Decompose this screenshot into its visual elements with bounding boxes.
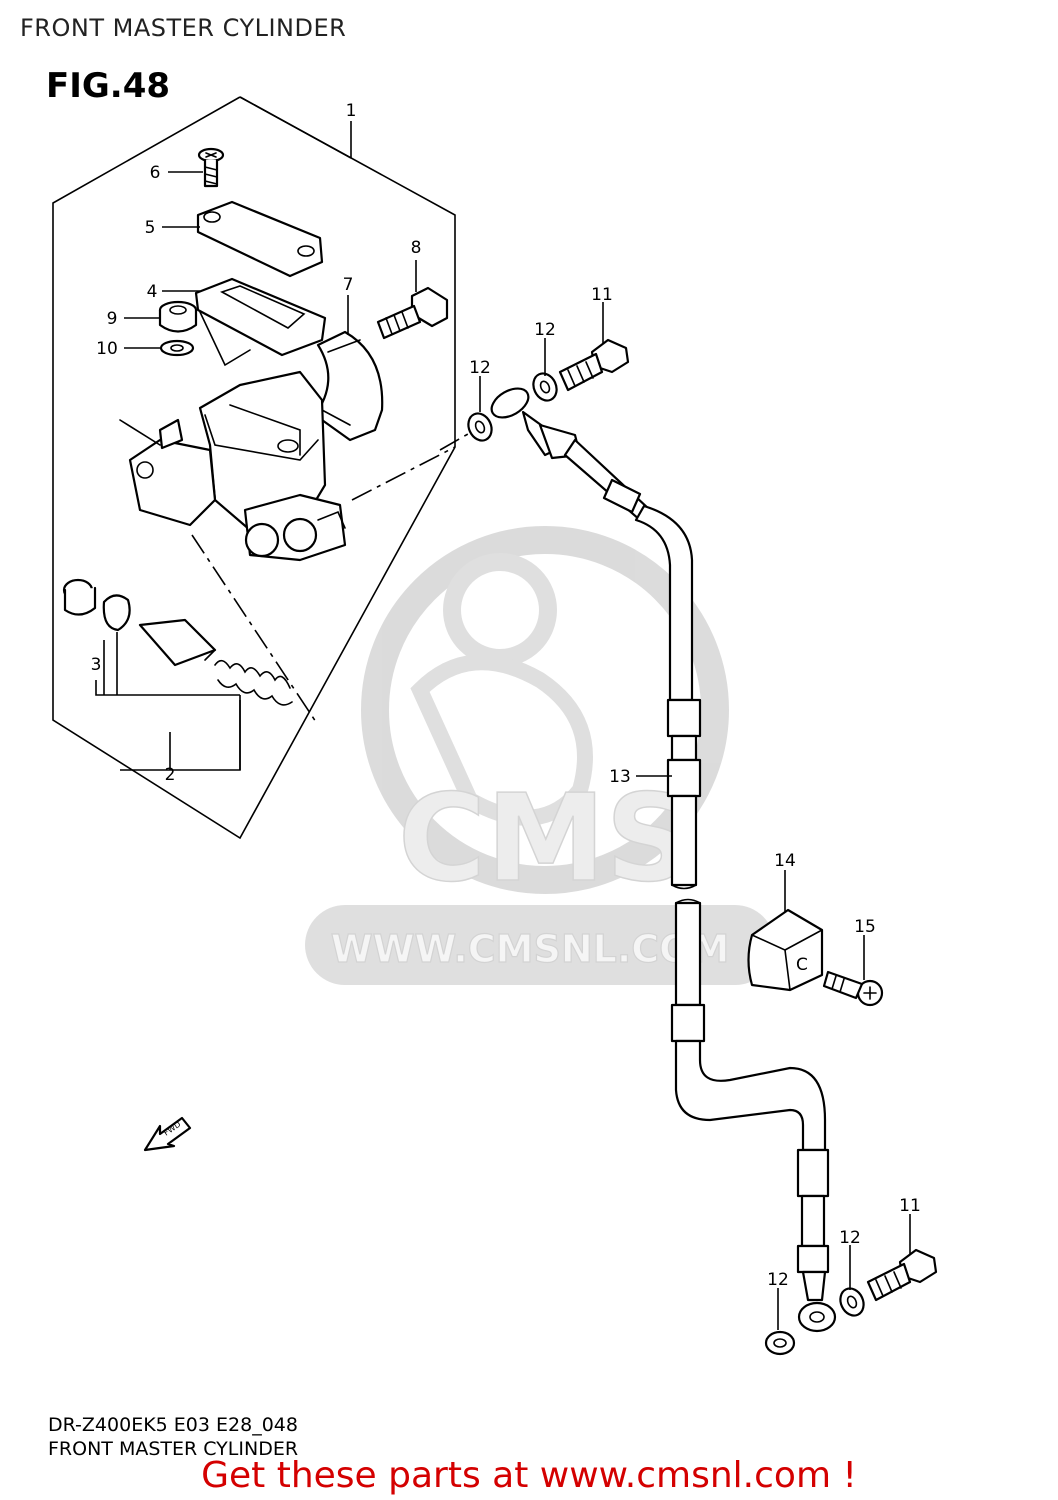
callout-8: 8	[411, 238, 422, 258]
piston-assembly-part	[62, 578, 293, 706]
callout-6: 6	[150, 163, 161, 183]
callout-10: 10	[96, 339, 118, 359]
callout-3: 3	[91, 655, 102, 675]
bolt-part	[376, 286, 449, 340]
callout-12-top-left: 12	[469, 358, 491, 378]
callout-12-bottom-right: 12	[839, 1228, 861, 1248]
figure-label: FIG.48	[46, 66, 171, 106]
callout-12-bottom-left: 12	[767, 1270, 789, 1290]
callout-12-top-right: 12	[534, 320, 556, 340]
watermark: CMS WWW.CMSNL.COM	[305, 526, 775, 985]
page-title: FRONT MASTER CYLINDER	[20, 14, 347, 42]
model-code: DR-Z400EK5 E03 E28_048	[48, 1414, 298, 1436]
callout-13: 13	[609, 767, 631, 787]
washer-part	[159, 339, 195, 357]
brake-hose-part	[490, 387, 837, 1333]
callout-4: 4	[147, 282, 158, 302]
assembly-frame	[52, 96, 456, 840]
callout-11-top: 11	[591, 285, 613, 305]
leader-lines	[95, 171, 417, 771]
sealing-washer-bottom-right	[839, 1287, 865, 1317]
clamp-bracket-part	[313, 330, 384, 442]
reservoir-cap-part	[196, 200, 324, 278]
clamp-screw-part	[822, 970, 884, 1007]
hose-leader-lines	[479, 302, 911, 1330]
union-bolt-bottom	[866, 1248, 938, 1302]
callout-14: 14	[774, 851, 796, 871]
diaphragm-part	[194, 277, 327, 367]
fwd-arrow-icon: FWD	[143, 1116, 192, 1152]
callout-1: 1	[346, 101, 357, 121]
diagram-name: FRONT MASTER CYLINDER	[48, 1438, 299, 1460]
callout-7: 7	[343, 275, 354, 295]
hose-clamp-part: C	[747, 908, 824, 992]
callout-9: 9	[107, 309, 118, 329]
watermark-brand: CMS	[398, 770, 692, 909]
watermark-url: WWW.CMSNL.COM	[331, 927, 730, 971]
callout-5: 5	[145, 218, 156, 238]
watermark-ring	[361, 526, 729, 894]
callout-11-bottom: 11	[899, 1196, 921, 1216]
cta-banner[interactable]: Get these parts at www.cmsnl.com !	[201, 1455, 857, 1496]
clamp-letter: C	[796, 955, 808, 975]
callout-15: 15	[854, 917, 876, 937]
sealing-washer-bottom-left	[764, 1330, 796, 1356]
watermark-banner	[305, 905, 775, 985]
screw-part	[197, 147, 225, 188]
callout-2: 2	[165, 765, 176, 785]
sealing-washer-top-left	[467, 412, 493, 442]
sealing-washer-top-right	[532, 372, 558, 402]
union-bolt-top	[558, 338, 630, 392]
master-cylinder-body	[119, 370, 476, 726]
boot-part	[158, 300, 198, 333]
